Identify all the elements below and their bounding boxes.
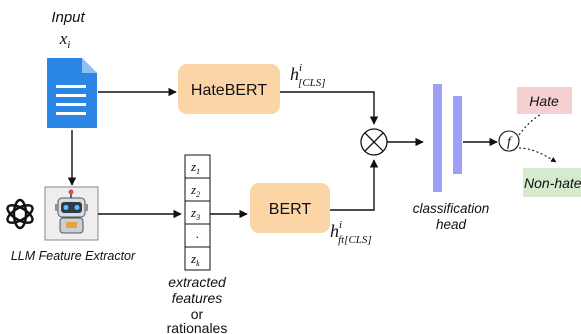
- input-title: Input: [51, 9, 85, 26]
- feature-cell: z2: [190, 182, 200, 199]
- bert-box: [250, 183, 330, 233]
- robot-icon: [55, 189, 88, 234]
- hatebert-output-symbol: hi[CLS]: [290, 62, 326, 89]
- multiply-operator: [360, 128, 388, 156]
- features-caption-line2: features: [172, 290, 223, 306]
- bert-label: BERT: [269, 201, 312, 218]
- activation-symbol: f: [507, 135, 513, 150]
- arrow-hatebert-to-multiply: [280, 91, 379, 125]
- hatebert-box: [178, 64, 280, 114]
- nonhate-label: Non-hate: [524, 175, 581, 191]
- openai-logo-icon: [6, 198, 34, 230]
- feature-cell: z3: [190, 205, 200, 222]
- activation-function: [498, 130, 520, 152]
- feature-vector: [184, 154, 211, 271]
- classification-head-bar-2: [453, 96, 462, 174]
- hate-label: Hate: [529, 93, 559, 109]
- document-icon: [47, 58, 97, 128]
- hatebert-label: HateBERT: [191, 82, 267, 99]
- feature-cell: zk: [190, 251, 200, 268]
- classification-head-label-2: head: [436, 217, 467, 232]
- feature-cell: .: [196, 226, 199, 241]
- features-caption-line1: extracted: [168, 274, 227, 290]
- llm-extractor-label: LLM Feature Extractor: [11, 249, 136, 263]
- features-caption-line4: rationales: [167, 320, 228, 334]
- arrow-to-hate: [518, 106, 557, 136]
- feature-cell: z1: [190, 159, 200, 176]
- classification-head-label-1: classification: [413, 201, 490, 216]
- classification-head-bar-1: [433, 84, 442, 192]
- nonhate-label-box: [523, 168, 581, 197]
- features-caption-line3: or: [191, 306, 204, 322]
- input-variable: xi: [59, 29, 71, 51]
- arrow-bert-to-multiply: [330, 159, 379, 211]
- hate-label-box: [517, 87, 572, 114]
- arrow-to-nonhate: [518, 147, 557, 163]
